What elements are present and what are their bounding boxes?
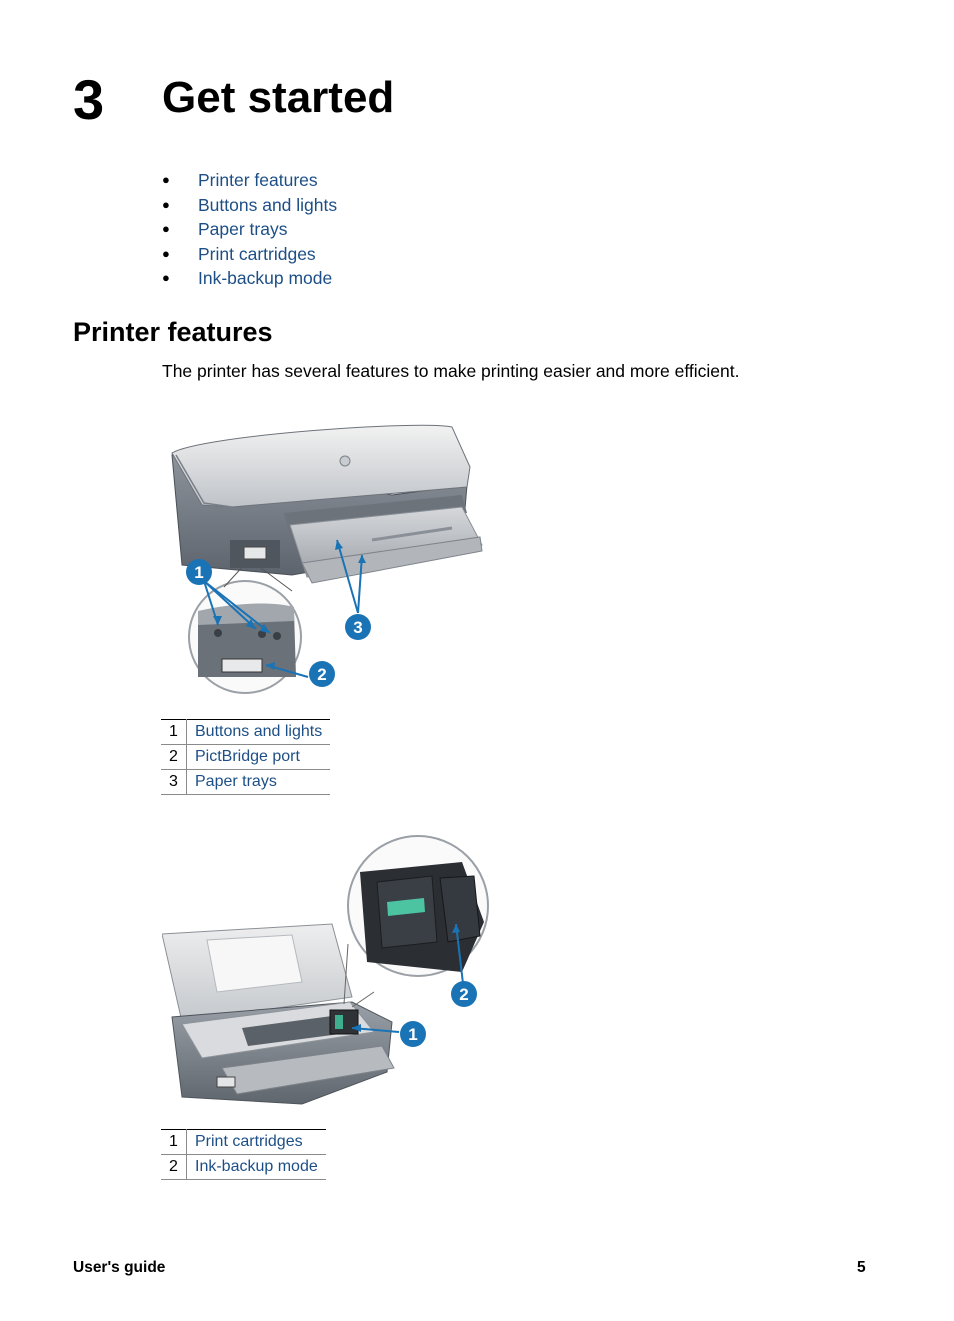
- printer-interior-illustration: 1 2: [162, 835, 489, 1105]
- chapter-number: 3: [73, 68, 105, 131]
- table-row: 1 Buttons and lights: [161, 719, 331, 745]
- footer-guide-title: User's guide: [73, 1259, 166, 1276]
- table-row: 1 Print cartridges: [161, 1129, 326, 1155]
- legend-number: 1: [161, 719, 187, 745]
- toc-link-buttons-and-lights[interactable]: Buttons and lights: [198, 194, 338, 215]
- callout-2: 2: [317, 665, 326, 684]
- toc-link-printer-features[interactable]: Printer features: [198, 170, 318, 190]
- callout-badge: [309, 661, 335, 687]
- legend-number: 2: [161, 744, 187, 770]
- bullet-icon: ●: [162, 221, 170, 237]
- toc-item: ● Ink-backup mode: [162, 266, 337, 291]
- toc-item: ● Buttons and lights: [162, 193, 337, 218]
- bullet-icon: ●: [162, 270, 170, 286]
- footer-page-number: 5: [857, 1259, 866, 1276]
- toc-item: ● Printer features: [162, 168, 337, 193]
- bullet-icon: ●: [162, 172, 170, 187]
- callout-1: 1: [194, 563, 203, 582]
- bullet-icon: ●: [162, 196, 170, 212]
- table-row: 2 Ink-backup mode: [161, 1154, 326, 1180]
- toc-link-paper-trays[interactable]: Paper trays: [198, 219, 288, 240]
- figure1-legend-table: 1 Buttons and lights 2 PictBridge port 3…: [161, 719, 331, 795]
- bullet-icon: ●: [162, 245, 170, 261]
- callout-badge: [186, 559, 212, 585]
- toc-link-ink-backup-mode[interactable]: Ink-backup mode: [198, 268, 333, 289]
- legend-number: 3: [161, 769, 187, 795]
- chapter-title: Get started: [162, 73, 395, 122]
- section-title: Printer features: [73, 317, 273, 347]
- section-intro: The printer has several features to make…: [162, 361, 740, 381]
- callout-1: 1: [408, 1025, 417, 1044]
- table-row: 2 PictBridge port: [161, 744, 331, 770]
- toc-item: ● Paper trays: [162, 217, 337, 242]
- chapter-toc: ● Printer features ● Buttons and lights ● P…: [162, 168, 337, 291]
- legend-link-buttons-and-lights[interactable]: Buttons and lights: [195, 723, 323, 740]
- callout-badge: [345, 614, 371, 640]
- toc-item: ● Print cartridges: [162, 242, 337, 267]
- legend-link-ink-backup-mode[interactable]: Ink-backup mode: [195, 1158, 318, 1175]
- table-row: 3 Paper trays: [161, 769, 331, 795]
- callout-badge: [400, 1021, 426, 1047]
- callout-2: 2: [459, 985, 468, 1004]
- toc-link-print-cartridges[interactable]: Print cartridges: [198, 243, 316, 264]
- legend-number: 2: [161, 1154, 187, 1180]
- printer-exterior-illustration: 1 2 3: [171, 424, 483, 694]
- figure2-legend-table: 1 Print cartridges 2 Ink-backup mode: [161, 1129, 326, 1180]
- legend-link-print-cartridges[interactable]: Print cartridges: [195, 1133, 303, 1150]
- legend-link-paper-trays[interactable]: Paper trays: [195, 773, 277, 790]
- legend-link-pictbridge-port[interactable]: PictBridge port: [195, 748, 300, 765]
- legend-number: 1: [161, 1129, 187, 1155]
- callout-badge: [451, 981, 477, 1007]
- callout-3: 3: [353, 618, 362, 637]
